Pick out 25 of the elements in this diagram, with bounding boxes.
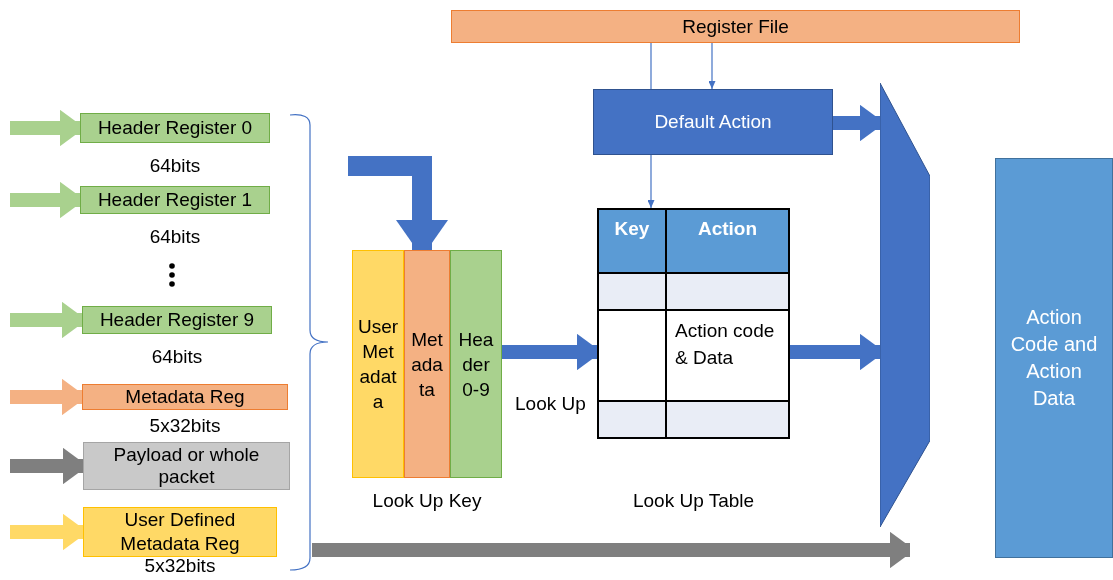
- arrow: [708, 42, 716, 90]
- bit-width-label: 64bits: [150, 346, 204, 368]
- table-header-cell: Action: [666, 209, 789, 273]
- bit-width-label: 64bits: [148, 155, 202, 177]
- bit-width-label: 64bits: [148, 226, 202, 248]
- register-file-bar: Register File: [451, 10, 1020, 43]
- output-box: Action Code and Action Data: [995, 158, 1113, 558]
- action-box: Default Action: [593, 89, 833, 155]
- node-label: Look Up Key: [371, 490, 483, 512]
- key-field-column: User Metadata: [352, 250, 404, 478]
- bit-width-label: 5x32bits: [143, 555, 217, 577]
- register-box: Header Register 1: [80, 186, 270, 214]
- register-box: Header Register 9: [82, 306, 272, 334]
- key-field-column: Metadata: [404, 250, 450, 478]
- register-box: Header Register 0: [80, 113, 270, 143]
- table-header-cell: Key: [598, 209, 666, 273]
- connector-line: [650, 42, 652, 90]
- register-box: Metadata Reg: [82, 384, 288, 410]
- key-field-column: Header 0-9: [450, 250, 502, 478]
- node-label: Look Up Table: [631, 490, 756, 512]
- bit-width-label: 5x32bits: [148, 415, 222, 437]
- register-box: Payload or whole packet: [83, 442, 290, 490]
- register-box: User Defined Metadata Reg: [83, 507, 277, 557]
- table-cell: Action code & Data: [666, 310, 789, 401]
- arrow: [647, 154, 655, 209]
